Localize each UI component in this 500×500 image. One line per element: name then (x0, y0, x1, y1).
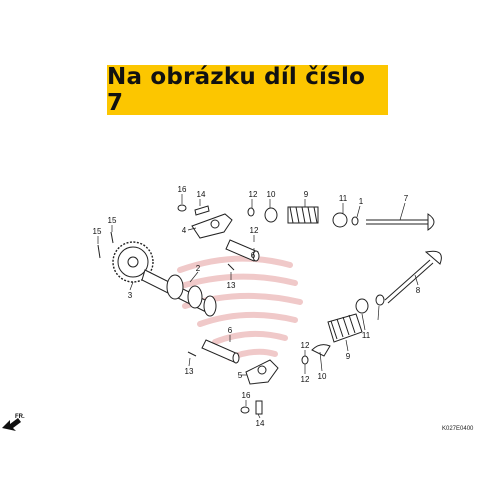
bolt-15 (97, 231, 114, 259)
camshaft (141, 269, 217, 317)
cam-sprocket (112, 241, 154, 283)
rocker-arm-upper (191, 213, 233, 239)
label-12-mid: 12 (250, 226, 259, 235)
intake-valve (366, 213, 435, 231)
rocker-shaft-upper (225, 239, 260, 262)
label-1: 1 (359, 197, 364, 206)
label-13-lower: 13 (185, 367, 194, 376)
rocker-shaft-lower (201, 339, 240, 364)
label-6-upper: 6 (251, 251, 256, 260)
label-11-upper: 11 (339, 194, 348, 203)
label-16-upper: 16 (178, 185, 187, 194)
label-9-lower: 9 (346, 352, 351, 361)
label-10-upper: 10 (267, 190, 276, 199)
adjusting-screw-lower (240, 400, 263, 415)
label-7: 7 (404, 194, 409, 203)
front-arrow: FR. (2, 414, 25, 431)
label-16-lower: 16 (242, 391, 251, 400)
bolt-13 (187, 263, 235, 357)
label-15-right: 15 (108, 216, 117, 225)
label-9-upper: 9 (304, 190, 309, 199)
label-14-upper: 14 (197, 190, 206, 199)
part-number-banner: Na obrázku díl číslo 7 (107, 64, 388, 116)
valve-spring-lower (301, 294, 385, 365)
label-13-upper: 13 (227, 281, 236, 290)
adjusting-screw-upper (177, 204, 210, 216)
part-labels: 16 14 12 10 9 11 1 7 15 15 4 12 6 2 3 13… (93, 185, 421, 428)
diagram-code: K027E0400 (442, 426, 474, 432)
front-label: FR. (15, 414, 25, 420)
label-8: 8 (416, 286, 421, 295)
label-5: 5 (238, 371, 243, 380)
label-12-lower-top: 12 (301, 341, 310, 350)
label-14-lower: 14 (256, 419, 265, 428)
label-4: 4 (182, 226, 187, 235)
label-11-lower: 11 (362, 331, 371, 340)
exhaust-valve (384, 250, 442, 304)
label-2: 2 (196, 264, 201, 273)
label-3: 3 (128, 291, 133, 300)
label-6-lower: 6 (228, 326, 233, 335)
banner-text: Na obrázku díl číslo 7 (107, 64, 366, 116)
label-15-left: 15 (93, 227, 102, 236)
label-12-upper: 12 (249, 190, 258, 199)
label-12-lower: 12 (301, 375, 310, 384)
label-10-lower: 10 (318, 372, 327, 381)
leader-lines (97, 194, 419, 419)
valve-spring-upper (247, 206, 359, 228)
rocker-arm-lower (245, 359, 279, 385)
